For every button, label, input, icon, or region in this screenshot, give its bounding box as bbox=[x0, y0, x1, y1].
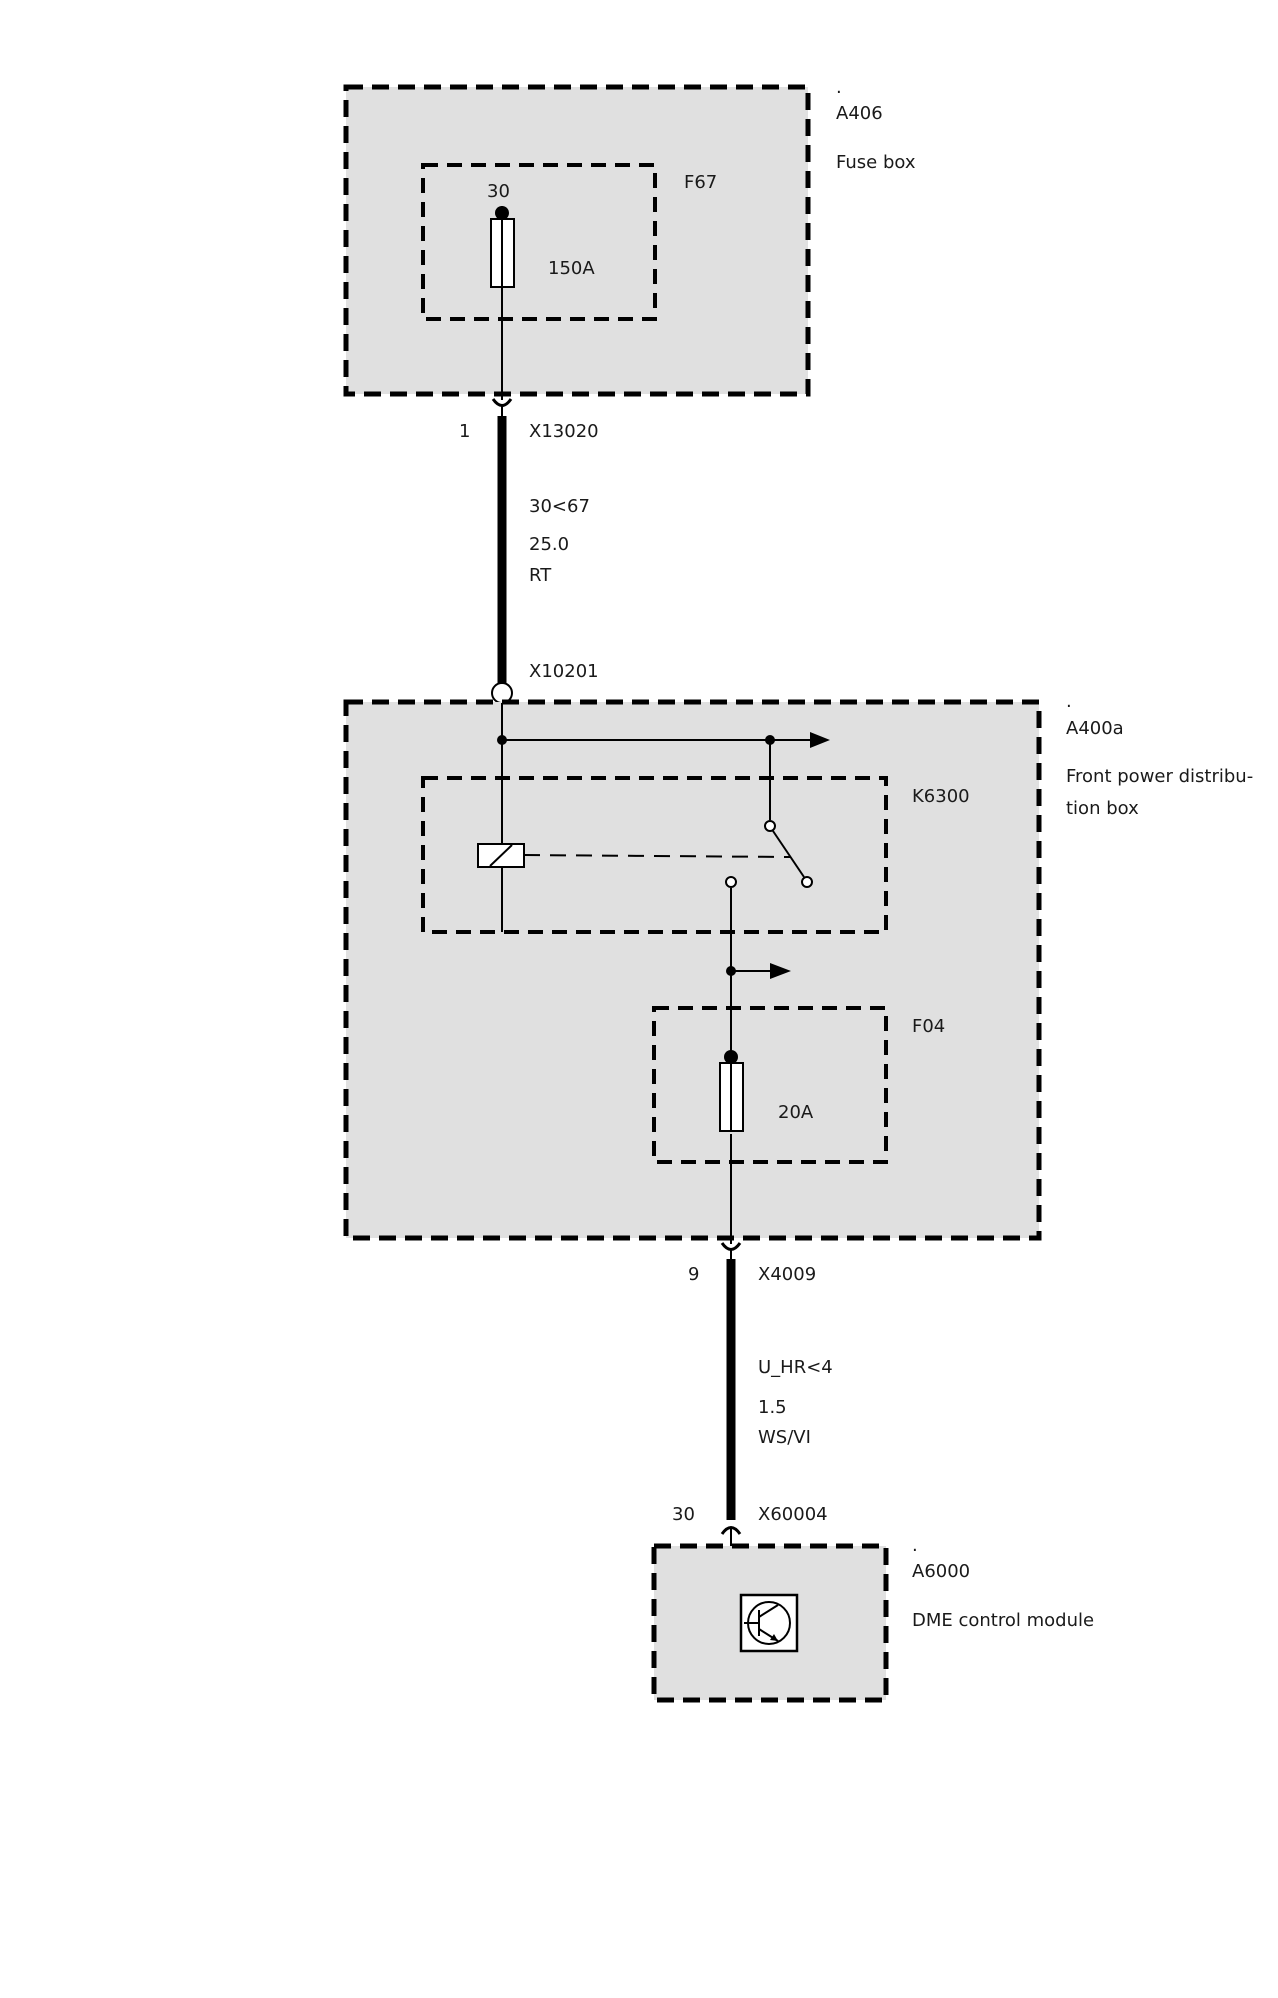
continuation-arrow-icon bbox=[810, 732, 830, 748]
wire-top-pin: 1 bbox=[459, 421, 470, 442]
fuse-f67-rating: 150A bbox=[548, 258, 595, 279]
power-box-dot: . bbox=[1066, 691, 1072, 712]
power-box-name-line1: Front power distribu- bbox=[1066, 766, 1253, 787]
fuse-box-id: A406 bbox=[836, 103, 883, 124]
connector-x4009-symbol bbox=[720, 1242, 742, 1259]
wire-bottom-color: WS/VI bbox=[758, 1427, 811, 1448]
wire-top-signal: 30<67 bbox=[529, 496, 590, 517]
power-distribution-box-a400a bbox=[343, 699, 1042, 1241]
fuse-box-a406 bbox=[343, 84, 811, 397]
wire-top-color: RT bbox=[529, 565, 552, 586]
wire-bottom-connector-bottom: X60004 bbox=[758, 1504, 828, 1525]
power-box-name-line2: tion box bbox=[1066, 798, 1139, 819]
wire-top-cross-section: 25.0 bbox=[529, 534, 569, 555]
continuation-arrow-icon bbox=[770, 963, 791, 979]
relay-k6300-outline bbox=[421, 776, 888, 934]
fuse-box-dot: . bbox=[836, 77, 842, 98]
fuse-icon bbox=[490, 206, 515, 400]
fuse-f04-id: F04 bbox=[912, 1016, 945, 1037]
connector-x13020-symbol bbox=[491, 398, 513, 416]
fuse-f04-rating: 20A bbox=[778, 1102, 814, 1123]
relay-mechanical-link bbox=[523, 854, 791, 858]
fuse-f67-pin: 30 bbox=[487, 181, 510, 202]
power-box-wiring bbox=[497, 703, 813, 1244]
wire-bottom-signal: U_HR<4 bbox=[758, 1357, 833, 1378]
fuse-icon bbox=[719, 1050, 744, 1132]
wire-top-connector: X13020 bbox=[529, 421, 599, 442]
relay-coil-icon bbox=[477, 843, 525, 868]
connector-x60004-symbol bbox=[720, 1526, 742, 1548]
fuse-box-name: Fuse box bbox=[836, 152, 916, 173]
wire-bottom-cross-section: 1.5 bbox=[758, 1397, 787, 1418]
wire-bottom-pin-bottom: 30 bbox=[672, 1504, 695, 1525]
relay-k6300-id: K6300 bbox=[912, 786, 970, 807]
wire-top-connector-bottom: X10201 bbox=[529, 661, 599, 682]
dme-id: A6000 bbox=[912, 1561, 970, 1582]
wire-bottom-pin-top: 9 bbox=[688, 1264, 699, 1285]
fuse-f67-id: F67 bbox=[684, 172, 717, 193]
wire-bottom-connector-top: X4009 bbox=[758, 1264, 816, 1285]
transistor-icon bbox=[739, 1593, 799, 1653]
dme-name: DME control module bbox=[912, 1610, 1094, 1631]
dme-dot: . bbox=[912, 1535, 918, 1556]
power-box-id: A400a bbox=[1066, 718, 1124, 739]
